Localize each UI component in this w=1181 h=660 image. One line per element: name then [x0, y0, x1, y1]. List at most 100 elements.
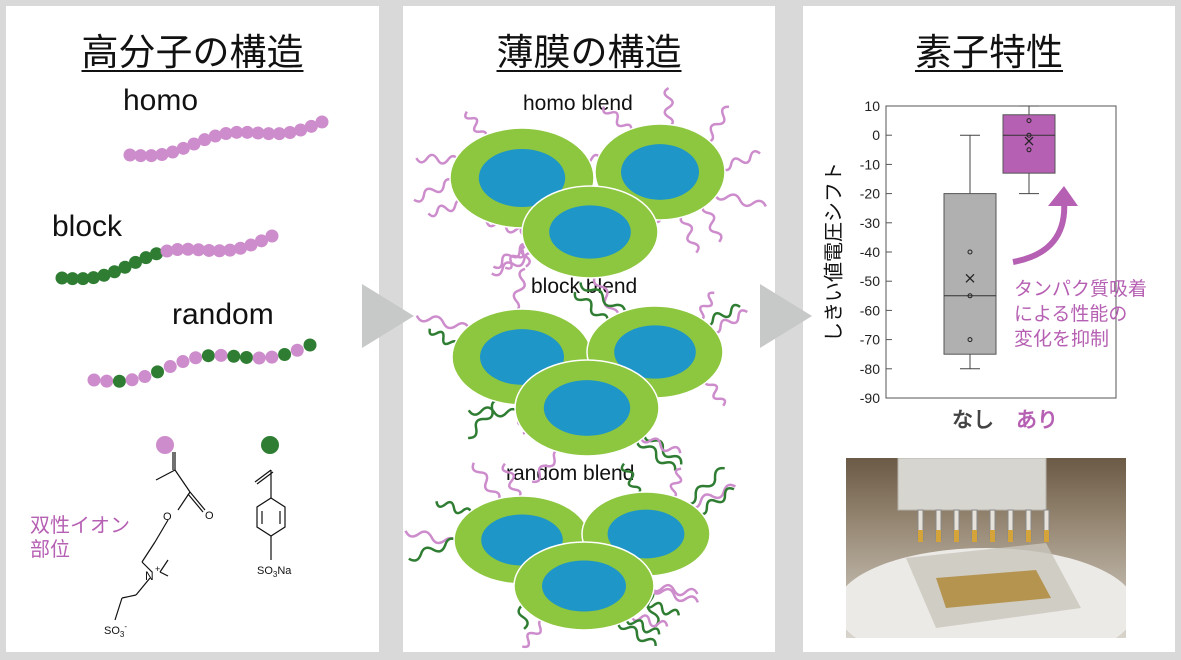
polymer-strand: [703, 303, 741, 327]
data-point: [967, 249, 973, 255]
monomer-bead: [97, 268, 111, 282]
monomer-bead: [123, 148, 137, 162]
monomer-bead: [227, 349, 241, 363]
suppression-annotation: タンパク質吸着 による性能の 変化を抑制: [1014, 278, 1148, 350]
monomer-bead: [219, 127, 233, 140]
carbonyl-oxygen: O: [205, 510, 214, 522]
monomer-bead: [315, 115, 329, 129]
data-point: [1026, 118, 1032, 124]
y-tick-label: 0: [872, 127, 880, 143]
random-polymer-chain: [87, 338, 317, 388]
grain-core: [621, 144, 699, 200]
monomer-bead: [108, 265, 121, 279]
block-label: block: [52, 210, 123, 243]
polymer-strand: [620, 462, 642, 496]
curved-arrow: [1012, 199, 1068, 265]
grain-core: [614, 325, 696, 379]
monomer-bead: [213, 244, 226, 258]
monomer-bead: [125, 373, 139, 387]
monomer-bead: [176, 355, 190, 369]
polymer-strand: [415, 153, 460, 165]
homo-label: homo: [123, 84, 199, 117]
random-label: random: [172, 298, 274, 331]
monomer-bead: [223, 243, 237, 257]
y-tick-label: -90: [860, 390, 880, 406]
monomer-bead: [230, 125, 244, 139]
mean-marker: [1024, 136, 1034, 146]
monomer-bead: [192, 243, 205, 257]
x-label-with: あり: [1016, 408, 1058, 432]
sodium-sulfonate-group: SO3Na: [257, 565, 292, 579]
polymer-strand: [644, 601, 680, 616]
grain-core: [607, 509, 685, 559]
monomer-bead: [255, 234, 268, 248]
polymer-strand: [428, 328, 459, 348]
polymer-strand: [649, 587, 699, 603]
monomer-bead: [150, 247, 163, 261]
curved-arrow-head: [1048, 186, 1078, 206]
y-tick-label: -50: [860, 273, 880, 289]
y-tick-label: -60: [860, 302, 880, 318]
monomer-bead: [118, 260, 132, 274]
polymer-strand: [492, 242, 529, 270]
zwitterion-monomer-dot: [156, 436, 174, 454]
monomer-bead: [139, 251, 153, 265]
probe-pin-tip: [990, 530, 995, 542]
monomer-bead: [278, 347, 292, 361]
polymer-strand: [697, 486, 735, 516]
polymer-strand: [625, 617, 661, 635]
polymer-strand: [720, 150, 761, 172]
polymer-strand: [679, 213, 700, 254]
monomer-bead: [66, 272, 79, 286]
monomer-bead: [176, 141, 190, 155]
monomer-bead: [201, 349, 215, 363]
y-tick-label: -80: [860, 361, 880, 377]
monomer-bead: [189, 351, 203, 365]
grain-core: [478, 149, 566, 207]
polymer-strand: [649, 583, 699, 597]
polymer-strand: [711, 309, 748, 334]
box-body: [1002, 114, 1056, 174]
box-1: [1002, 105, 1056, 195]
polymer-strand: [531, 448, 562, 484]
polymer-strand: [415, 315, 471, 330]
y-tick-label: -70: [860, 332, 880, 348]
polymer-strand: [663, 87, 675, 128]
grain-core: [543, 380, 631, 436]
panel-title: 薄膜の構造: [496, 31, 682, 74]
polymer-strand: [464, 111, 488, 139]
monomer-bead: [265, 350, 279, 364]
polymer-strand: [685, 466, 725, 506]
monomer-bead: [234, 241, 247, 255]
mean-marker: [965, 273, 975, 283]
polymer-strand: [697, 291, 715, 321]
probe-pin-tip: [1008, 530, 1013, 542]
polymer-strand: [471, 462, 501, 502]
monomer-bead: [138, 370, 152, 384]
panel-title: 素子特性: [915, 31, 1063, 74]
probe-pin-tip: [972, 530, 977, 542]
polymer-strand: [512, 267, 526, 313]
panel-polymer-structure: 高分子の構造: [6, 6, 379, 652]
monomer-bead: [202, 243, 216, 257]
box-0: [943, 134, 997, 370]
monomer-bead: [208, 129, 222, 143]
polymer-strand: [468, 398, 501, 440]
polymer-strand: [427, 199, 465, 218]
polymer-strand: [713, 193, 767, 208]
monomer-bead: [100, 374, 114, 388]
monomer-bead: [262, 127, 276, 141]
monomer-bead: [112, 374, 126, 388]
monomer-bead: [151, 365, 165, 379]
monomer-bead: [181, 242, 195, 256]
monomer-bead: [304, 119, 318, 133]
polymer-strand: [701, 202, 723, 243]
monomer-bead: [240, 125, 254, 139]
monomer-bead: [303, 338, 317, 352]
zwitterion-label: 双性イオン 部位: [30, 513, 130, 561]
polymer-strand: [592, 275, 620, 320]
monomer-bead: [283, 126, 297, 139]
monomer-bead: [214, 348, 228, 362]
